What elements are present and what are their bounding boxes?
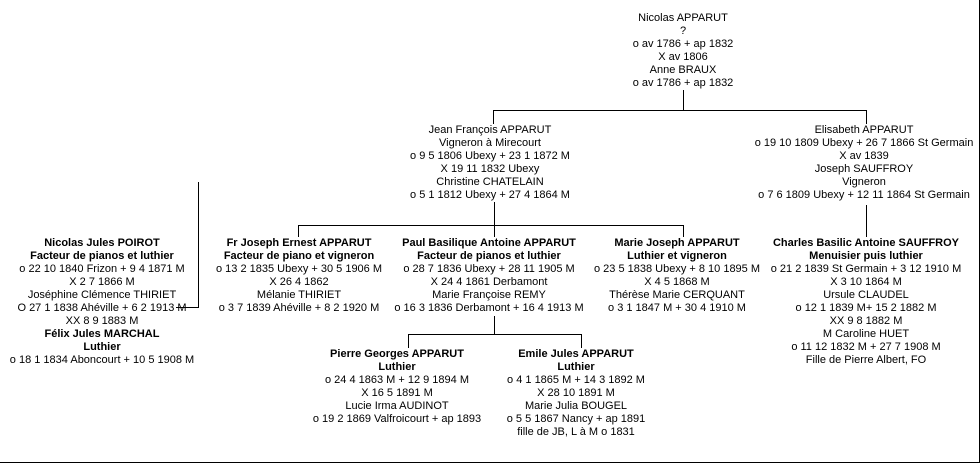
spouse-name: Lucie Irma AUDINOT [345,400,449,412]
person-name: Marie Joseph APPARUT [614,237,740,249]
person-profession: Luthier [557,361,595,373]
person-block-pierre-georges-apparut: Pierre Georges APPARUT Luthier o 24 4 18… [313,348,481,426]
spouse-filiation-note: Fille de Pierre Albert, FO [805,354,927,366]
spouse-profession: Vigneron [842,176,886,188]
person-block-emile-jules-apparut: Emile Jules APPARUT Luthier o 4 1 1865 M… [507,348,646,439]
birth-death-dates: o 23 5 1838 Ubexy + 8 10 1895 M [593,263,761,275]
birth-death-dates: o 21 2 1839 St Germain + 3 12 1910 M [770,263,962,275]
birth-death-dates: o av 1786 + ap 1832 [632,38,734,50]
marriage-date: X av 1806 [658,51,708,63]
spouse-birth-death-dates: O 27 1 1838 Ahéville + 6 2 1913 M [17,302,187,314]
marriage-date: X 2 7 1866 M [69,276,135,288]
spouse-birth-death-dates: o 3 7 1839 Ahéville + 8 2 1920 M [218,302,380,314]
person-profession: Facteur de piano et vigneron [223,250,375,262]
remarriage-date: XX 9 8 1882 M [829,315,903,327]
person-block-elisabeth-apparut: Elisabeth APPARUT o 19 10 1809 Ubexy + 2… [755,124,974,202]
person-profession: Luthier [378,361,416,373]
second-spouse-name: M Caroline HUET [822,328,910,340]
person-name: Emile Jules APPARUT [518,348,634,360]
spouse-birth-death-dates: o 5 1 1812 Ubexy + 27 4 1864 M [410,189,570,201]
spouse-birth-death-dates: o 19 2 1869 Valfroicourt + ap 1893 [312,413,482,425]
person-block-nicolas-apparut: Nicolas APPARUT ? o av 1786 + ap 1832 X … [633,12,734,90]
spouse-birth-death-dates: o av 1786 + ap 1832 [632,77,734,89]
second-spouse-name: Félix Jules MARCHAL [44,328,160,340]
birth-death-dates: o 13 2 1835 Ubexy + 30 5 1906 M [215,263,383,275]
birth-death-dates: o 4 1 1865 M + 14 3 1892 M [507,374,645,386]
person-name: Jean François APPARUT [428,124,552,136]
person-name: Elisabeth APPARUT [814,124,914,136]
spouse-name: Joséphine Clémence THIRIET [27,289,177,301]
remarriage-date: XX 8 9 1883 M [65,315,139,327]
person-name: Pierre Georges APPARUT [330,348,464,360]
person-profession: Luthier et vigneron [627,250,727,262]
birth-death-dates: o 19 10 1809 Ubexy + 26 7 1866 St Germai… [754,137,974,149]
second-spouse-profession: Luthier [83,341,121,353]
person-block-nicolas-jules-poirot: Nicolas Jules POIROT Facteur de pianos e… [10,237,194,367]
person-name: Nicolas Jules POIROT [44,237,160,249]
spouse-birth-death-dates: o 16 3 1836 Derbamont + 16 4 1913 M [394,302,584,314]
spouse-name: Ursule CLAUDEL [823,289,909,301]
spouse-birth-death-dates: o 3 1 1847 M + 30 4 1910 M [608,302,746,314]
person-block-charles-sauffroy: Charles Basilic Antoine SAUFFROY Menuisi… [771,237,962,367]
marriage-date: X 4 5 1868 M [644,276,710,288]
spouse-name: Anne BRAUX [649,64,717,76]
person-block-jean-francois-apparut: Jean François APPARUT Vigneron à Mirecou… [410,124,570,202]
birth-death-dates: o 24 4 1863 M + 12 9 1894 M [324,374,470,386]
person-name: Fr Joseph Ernest APPARUT [226,237,372,249]
spouse-filiation-note: fille de JB, L à M o 1831 [517,426,635,438]
spouse-name: Thérèse Marie CERQUANT [609,289,745,301]
marriage-date: X 24 4 1861 Derbamont [430,276,548,288]
person-name: Paul Basilique Antoine APPARUT [402,237,576,249]
person-block-paul-basilique-apparut: Paul Basilique Antoine APPARUT Facteur d… [394,237,583,315]
marriage-date: X av 1839 [839,150,889,162]
person-block-marie-joseph-apparut: Marie Joseph APPARUT Luthier et vigneron… [594,237,760,315]
person-profession: Facteur de pianos et luthier [417,250,561,262]
person-name: Nicolas APPARUT [638,12,728,24]
spouse-birth-death-dates: o 12 1 1839 M+ 15 2 1882 M [795,302,937,314]
spouse-birth-death-dates: o 5 5 1867 Nancy + ap 1891 [506,413,646,425]
spouse-name: Marie Julia BOUGEL [524,400,628,412]
birth-death-dates: o 22 10 1840 Frizon + 9 4 1871 M [19,263,185,275]
spouse-name: Mélanie THIRIET [256,289,342,301]
marriage-date: X 26 4 1862 [269,276,329,288]
person-profession: Vigneron à Mirecourt [439,137,541,149]
person-block-joseph-ernest-apparut: Fr Joseph Ernest APPARUT Facteur de pian… [216,237,382,315]
second-spouse-birth-death-dates: o 18 1 1834 Aboncourt + 10 5 1908 M [9,354,195,366]
person-profession: Facteur de pianos et luthier [30,250,174,262]
marriage-date: X 3 10 1864 M [830,276,902,288]
spouse-name: Christine CHATELAIN [436,176,544,188]
person-profession: Menuisier puis luthier [809,250,923,262]
spouse-birth-death-dates: o 7 6 1809 Ubexy + 12 11 1864 St Germain [758,189,970,201]
spouse-name: Joseph SAUFFROY [814,163,914,175]
person-unknown-mark: ? [679,25,687,37]
birth-death-dates: o 28 7 1836 Ubexy + 28 11 1905 M [403,263,575,275]
marriage-date: X 19 11 1832 Ubexy [440,163,540,175]
birth-death-dates: o 9 5 1806 Ubexy + 23 1 1872 M [410,150,570,162]
marriage-date: X 16 5 1891 M [361,387,433,399]
spouse-name: Marie Françoise REMY [432,289,546,301]
second-spouse-birth-death-dates: o 11 12 1832 M + 27 7 1908 M [791,341,941,353]
person-name: Charles Basilic Antoine SAUFFROY [772,237,960,249]
marriage-date: X 28 10 1891 M [537,387,615,399]
